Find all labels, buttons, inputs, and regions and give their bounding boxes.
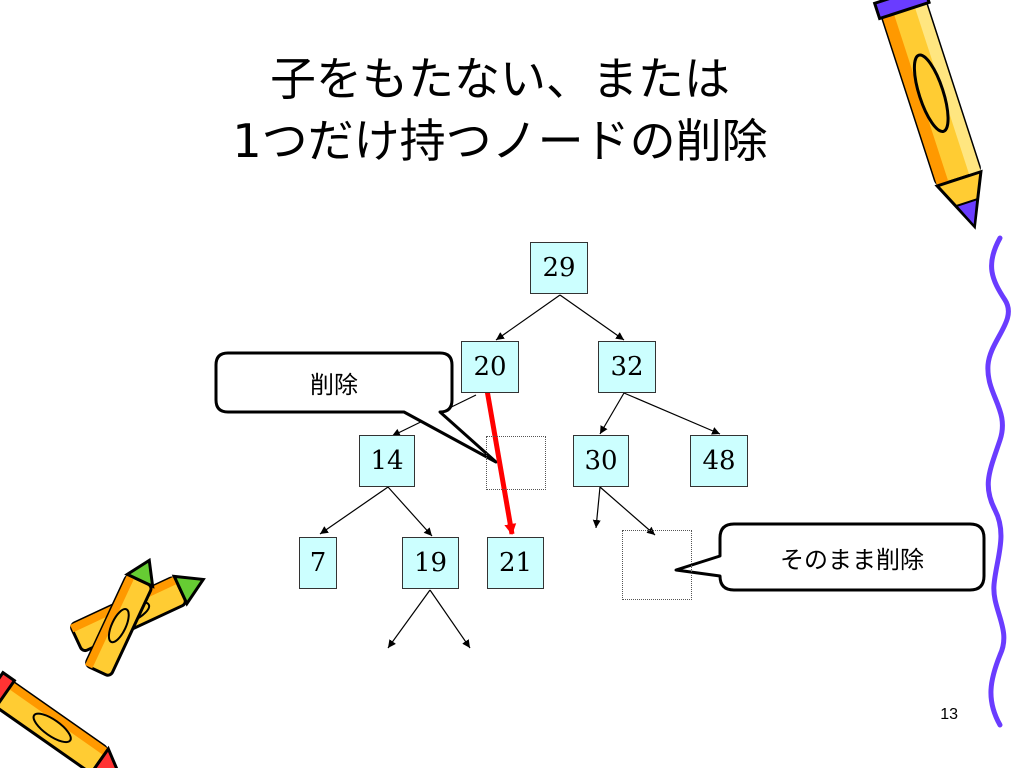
slide-title: 子をもたない、または 1つだけ持つノードの削除 — [100, 48, 900, 172]
wavy-line-decoration — [985, 235, 1011, 728]
edge-29-20 — [495, 294, 561, 341]
tree-node-14: 14 — [359, 435, 415, 487]
tree-node-32: 32 — [598, 341, 656, 393]
delete-as-is-callout-label: そのまま削除 — [780, 545, 924, 574]
title-line-1: 子をもたない、または — [270, 52, 730, 106]
removed-node-placeholder — [486, 436, 546, 490]
tree-node-21: 21 — [487, 537, 544, 589]
tree-node-48: 48 — [690, 435, 748, 487]
edge-14-19 — [387, 486, 433, 537]
edge-30-right — [599, 486, 656, 536]
red-arrow-20-to-21 — [484, 389, 517, 535]
edge-32-48 — [623, 392, 721, 435]
removed-leaf-placeholder — [622, 530, 692, 600]
title-line-2: 1つだけ持つノードの削除 — [232, 114, 768, 168]
tree-node-7: 7 — [299, 537, 337, 589]
tree-node-20: 20 — [461, 341, 519, 393]
edge-29-32 — [559, 294, 625, 341]
pencil-icon — [872, 0, 983, 230]
crayon-icon — [0, 670, 122, 768]
delete-callout-bubble — [214, 351, 498, 464]
edge-19-left — [387, 589, 431, 649]
page-number: 13 — [940, 706, 958, 723]
delete-callout-label: 削除 — [310, 371, 358, 399]
tree-node-30: 30 — [573, 435, 629, 487]
edge-30-left — [592, 486, 601, 529]
crayon-icon — [85, 557, 155, 677]
edge-14-7 — [319, 486, 389, 535]
edge-32-30 — [599, 392, 625, 435]
tree-node-19: 19 — [402, 537, 459, 589]
edge-19-right — [429, 589, 471, 649]
tree-node-29: 29 — [530, 242, 588, 294]
delete-as-is-callout-bubble — [674, 522, 986, 592]
